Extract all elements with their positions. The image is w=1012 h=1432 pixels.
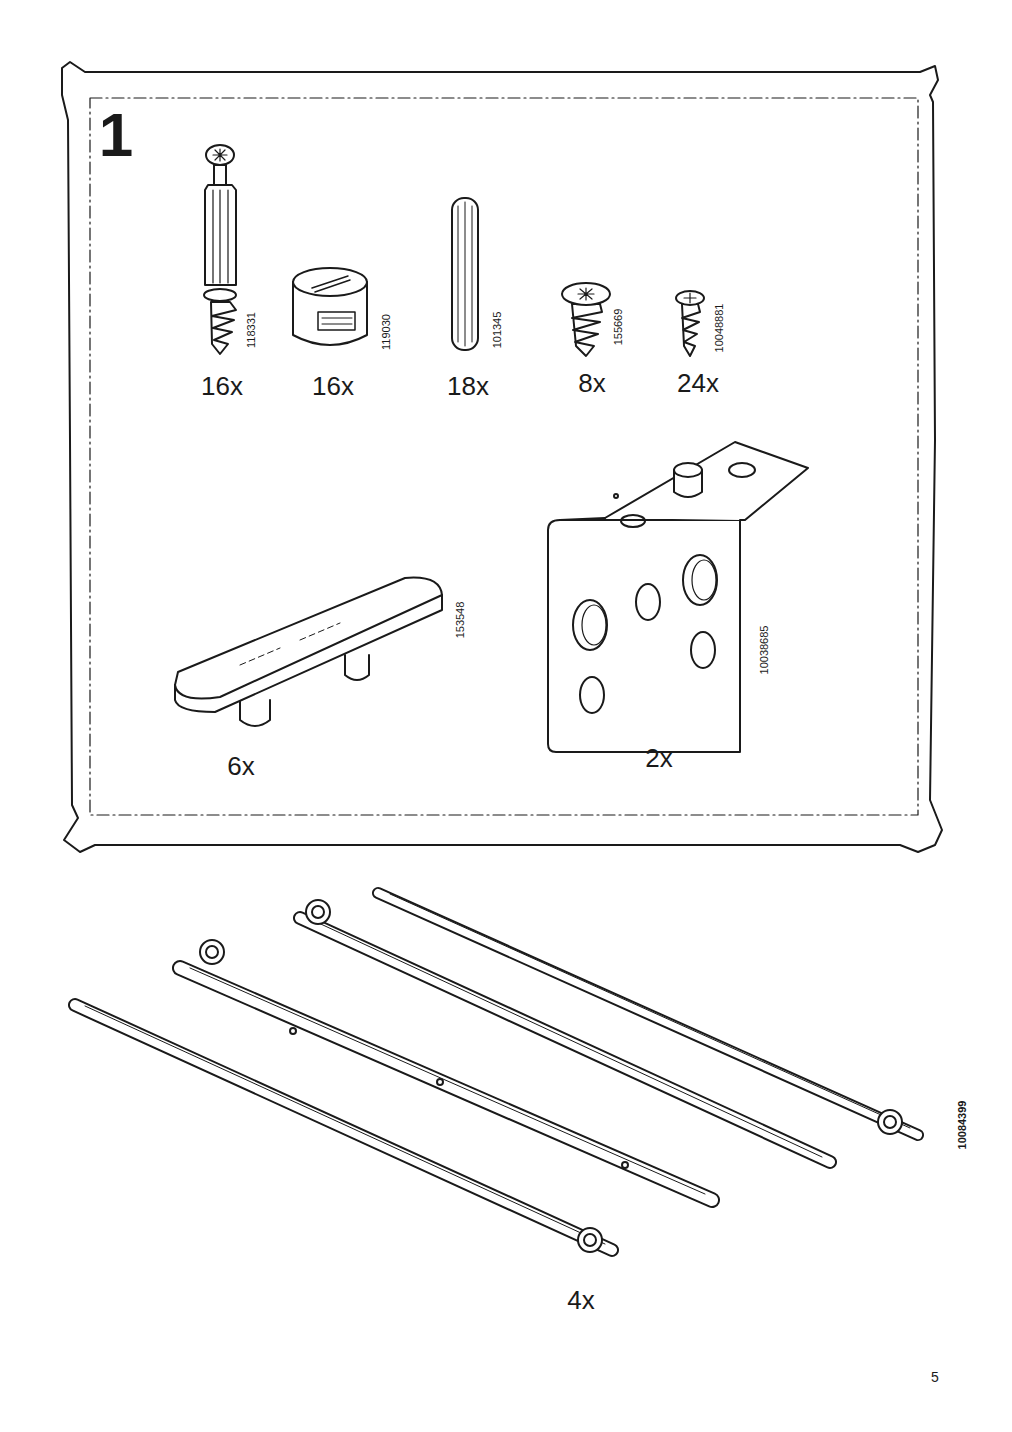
angle-bracket — [548, 442, 808, 752]
part-number: 10084399 — [957, 1101, 968, 1150]
quantity: 6x — [227, 753, 254, 779]
bag-outline — [62, 62, 942, 852]
part-number: 10048881 — [714, 304, 725, 353]
cam-bolt — [204, 145, 236, 354]
screw — [676, 291, 704, 356]
cam-lock — [293, 268, 367, 345]
quantity: 18x — [447, 373, 489, 399]
part-number: 118331 — [246, 312, 257, 348]
quantity: 8x — [578, 370, 605, 396]
quantity: 24x — [677, 370, 719, 396]
quantity: 16x — [312, 373, 354, 399]
part-number: 101345 — [492, 312, 503, 349]
quantity: 4x — [567, 1287, 594, 1313]
quantity: 16x — [201, 373, 243, 399]
step-number: 1 — [99, 104, 133, 166]
part-number: 10038685 — [759, 626, 770, 675]
page-number: 5 — [931, 1370, 939, 1384]
part-number: 119030 — [381, 314, 392, 350]
screw — [562, 283, 610, 356]
drawer-rails — [75, 893, 918, 1252]
dowel — [452, 198, 478, 350]
part-number: 155669 — [613, 309, 624, 346]
bag-seal — [90, 98, 918, 815]
part-number: 153548 — [455, 602, 466, 639]
quantity: 2x — [645, 745, 672, 771]
connector-bar — [175, 578, 442, 726]
